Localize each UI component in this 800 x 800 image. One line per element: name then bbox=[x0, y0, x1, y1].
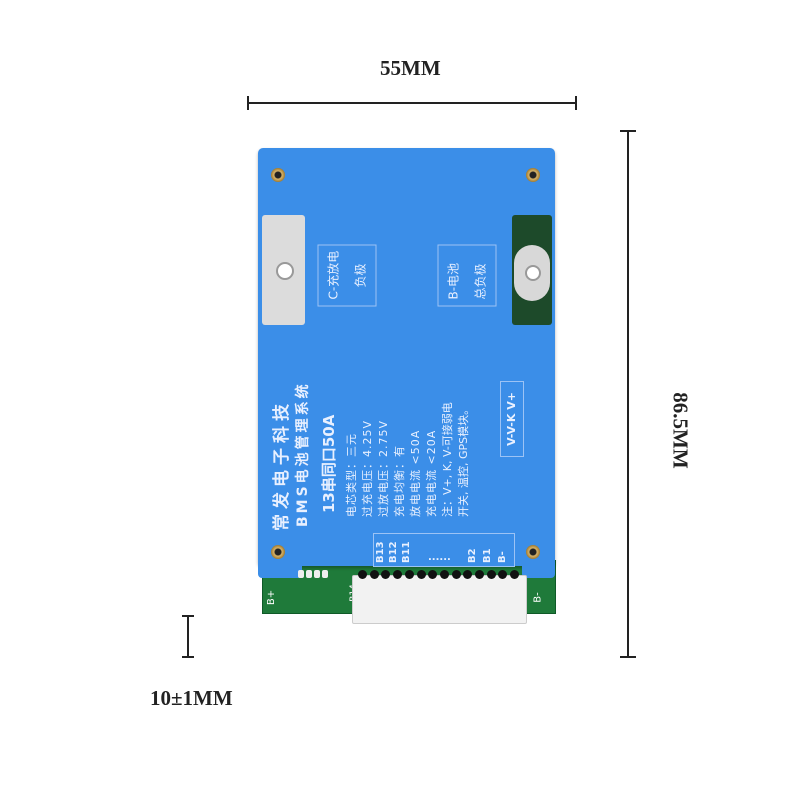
connector-pin bbox=[486, 570, 496, 579]
balance-pin-label: B- bbox=[497, 551, 508, 563]
balance-connector bbox=[352, 575, 527, 624]
balance-pin-label: B1 bbox=[482, 548, 493, 563]
solder-pad bbox=[298, 570, 304, 578]
balance-pin-label: B12 bbox=[388, 541, 399, 563]
balance-pin-label: B11 bbox=[401, 541, 412, 563]
control-pins-label: V-V-K V+ bbox=[500, 381, 524, 457]
width-dimension-label: 55MM bbox=[380, 56, 441, 80]
spec-line: 注：V+, K, V-可接弱电 bbox=[441, 402, 454, 517]
b-terminal-label-box: B-电池 总负极 bbox=[437, 244, 497, 307]
height-dimension-label: 86.5MM bbox=[668, 392, 693, 469]
thickness-tick-bottom bbox=[182, 656, 194, 658]
thickness-dimension-label: 10±1MM bbox=[150, 686, 233, 710]
height-dimension-tick-bottom bbox=[620, 656, 636, 658]
b-terminal-label-1: B-电池 bbox=[446, 262, 460, 300]
connector-pin bbox=[451, 570, 461, 579]
connector-pin bbox=[416, 570, 426, 579]
width-dimension-line bbox=[247, 102, 577, 104]
connector-pin bbox=[498, 570, 508, 579]
bms-cover bbox=[258, 148, 555, 566]
connector-pin bbox=[381, 570, 391, 579]
spec-line: 过放电压：2.75V bbox=[377, 419, 390, 517]
spec-line: 开关, 温控, GPS模块。 bbox=[457, 403, 470, 517]
spec-line: 过充电压：4.25V bbox=[361, 419, 374, 517]
connector-pin bbox=[510, 570, 520, 579]
height-dimension-tick-top bbox=[620, 130, 636, 132]
spec-line: 充电电流 <20A bbox=[425, 429, 438, 517]
board-model: 13串同口50A bbox=[319, 414, 338, 513]
balance-pin-label: B2 bbox=[467, 548, 478, 563]
board-subtitle: BMS电池管理系统 bbox=[295, 381, 311, 527]
connector-pin bbox=[475, 570, 484, 579]
bms-cover-left-tab bbox=[258, 560, 302, 578]
c-terminal-hole bbox=[276, 262, 294, 280]
connector-pin bbox=[439, 570, 449, 579]
spec-line: 放电电流 <50A bbox=[409, 429, 422, 517]
pcb-label-b-plus: B+ bbox=[266, 589, 278, 606]
bms-cover-right-tab bbox=[522, 560, 555, 578]
mounting-hole-icon bbox=[526, 168, 540, 182]
spec-line: 电芯类型：三元 bbox=[345, 433, 358, 517]
balance-pins-label-box: B13 B12 B11 ...... B2 B1 B- bbox=[373, 533, 515, 567]
spec-line: 充电均衡：有 bbox=[393, 445, 406, 517]
connector-pin bbox=[463, 570, 473, 579]
balance-pin-label: B13 bbox=[375, 541, 386, 563]
connector-pin bbox=[393, 570, 403, 579]
connector-pin bbox=[404, 570, 414, 579]
b-terminal-cutout bbox=[512, 215, 552, 325]
board-print-block: 常发电子科技 BMS电池管理系统 13串同口50A 电芯类型：三元 过充电压：4… bbox=[267, 354, 482, 549]
solder-pad bbox=[322, 570, 328, 578]
c-terminal-cutout bbox=[262, 215, 305, 325]
c-terminal-label-2: 负极 bbox=[353, 263, 367, 288]
c-terminal-label-box: C-充放电 负极 bbox=[317, 244, 377, 307]
connector-pin bbox=[358, 570, 367, 579]
mounting-hole-icon bbox=[526, 545, 540, 559]
width-dimension-tick-right bbox=[575, 96, 577, 110]
brand-name: 常发电子科技 bbox=[271, 399, 292, 531]
b-terminal-hole bbox=[525, 265, 541, 281]
solder-pad bbox=[314, 570, 320, 578]
height-dimension-line bbox=[627, 130, 629, 658]
connector-pin bbox=[428, 570, 438, 579]
balance-pin-label: ...... bbox=[427, 552, 451, 563]
thickness-tick-top bbox=[182, 615, 194, 617]
thickness-dimension-line bbox=[187, 615, 189, 658]
pcb-label-b-minus: B- bbox=[532, 592, 544, 603]
solder-pad bbox=[306, 570, 312, 578]
connector-pin bbox=[369, 570, 379, 579]
mounting-hole-icon bbox=[271, 168, 285, 182]
mounting-hole-icon bbox=[271, 545, 285, 559]
c-terminal-label-1: C-充放电 bbox=[326, 250, 340, 300]
width-dimension-tick-left bbox=[247, 96, 249, 110]
b-terminal-label-2: 总负极 bbox=[473, 263, 487, 300]
